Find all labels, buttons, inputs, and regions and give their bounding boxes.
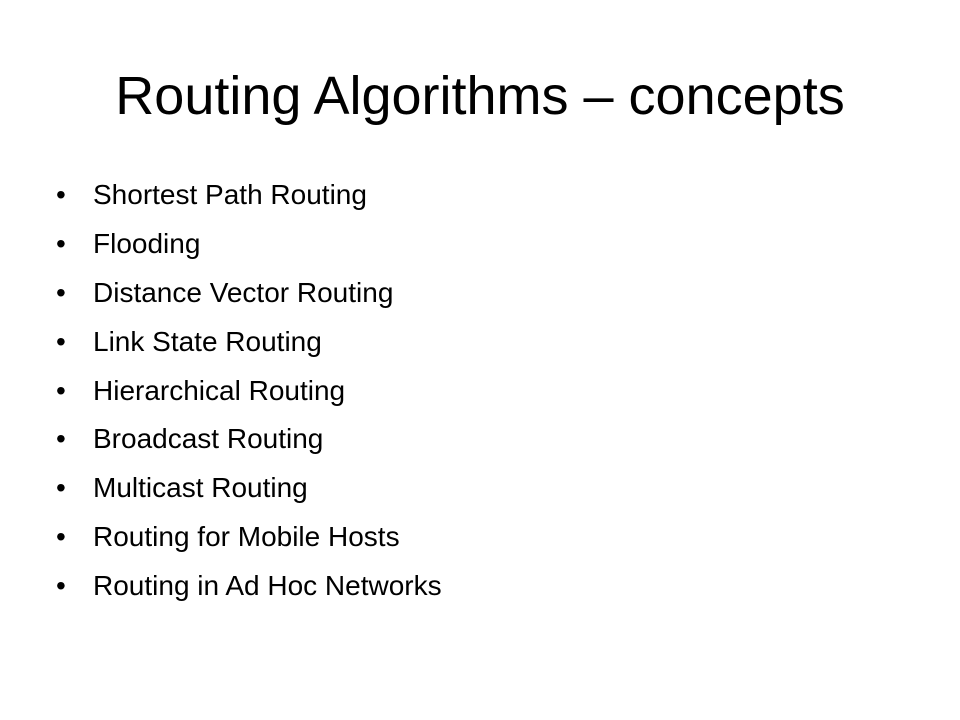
list-item-text: Link State Routing — [93, 325, 322, 357]
bullet-icon: • — [56, 569, 66, 601]
list-item: • Flooding — [56, 220, 442, 269]
slide-title: Routing Algorithms – concepts — [115, 66, 845, 126]
list-item-text: Shortest Path Routing — [93, 179, 367, 211]
bullet-icon: • — [56, 179, 66, 211]
list-item: • Routing in Ad Hoc Networks — [56, 561, 442, 610]
bullet-list: • Shortest Path Routing • Flooding • Dis… — [56, 171, 442, 610]
bullet-icon: • — [56, 325, 66, 357]
bullet-icon: • — [56, 423, 66, 455]
list-item-text: Flooding — [93, 228, 201, 260]
list-item: • Routing for Mobile Hosts — [56, 513, 442, 562]
list-item-text: Multicast Routing — [93, 472, 308, 504]
list-item-text: Routing for Mobile Hosts — [93, 520, 400, 552]
bullet-icon: • — [56, 276, 66, 308]
bullet-icon: • — [56, 472, 66, 504]
list-item-text: Routing in Ad Hoc Networks — [93, 569, 442, 601]
list-item: • Multicast Routing — [56, 464, 442, 513]
list-item: • Broadcast Routing — [56, 415, 442, 464]
bullet-icon: • — [56, 228, 66, 260]
bullet-icon: • — [56, 374, 66, 406]
list-item-text: Broadcast Routing — [93, 423, 324, 455]
list-item: • Hierarchical Routing — [56, 366, 442, 415]
list-item-text: Distance Vector Routing — [93, 276, 394, 308]
list-item: • Distance Vector Routing — [56, 269, 442, 318]
bullet-icon: • — [56, 520, 66, 552]
list-item: • Link State Routing — [56, 317, 442, 366]
list-item: • Shortest Path Routing — [56, 171, 442, 220]
list-item-text: Hierarchical Routing — [93, 374, 346, 406]
